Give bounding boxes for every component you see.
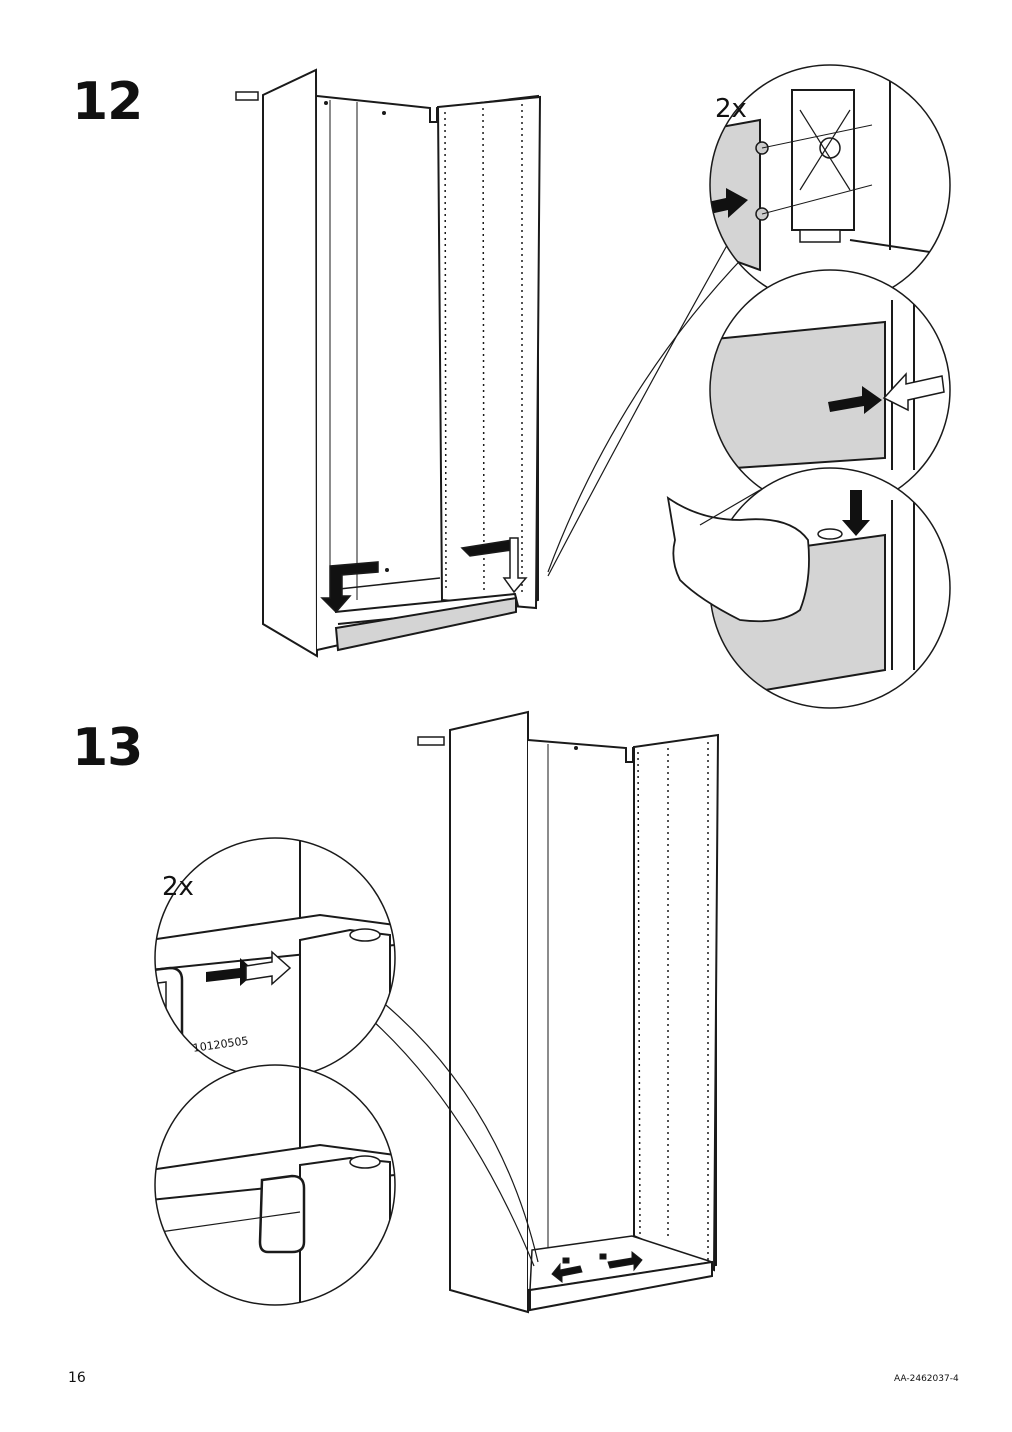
step13-cabinet bbox=[417, 710, 720, 1314]
step-number-13: 13 bbox=[72, 718, 143, 778]
step12-detail-plinth bbox=[710, 270, 950, 510]
step-number-12: 12 bbox=[72, 72, 143, 132]
step13-detail-installed bbox=[155, 1065, 395, 1305]
hand-icon bbox=[666, 496, 810, 623]
step12-zoom-lines bbox=[547, 239, 761, 577]
step13-zoom-lines bbox=[371, 999, 539, 1267]
step12-detail-leg bbox=[710, 65, 950, 305]
document-code: AA-2462037-4 bbox=[894, 1374, 959, 1384]
step12-cabinet bbox=[235, 68, 542, 658]
page-number: 16 bbox=[68, 1370, 86, 1386]
quantity-label-step12: 2x bbox=[715, 94, 747, 124]
quantity-label-step13: 2x bbox=[162, 872, 194, 902]
step13-arrows bbox=[551, 1250, 643, 1284]
step12-arrows bbox=[320, 537, 528, 614]
